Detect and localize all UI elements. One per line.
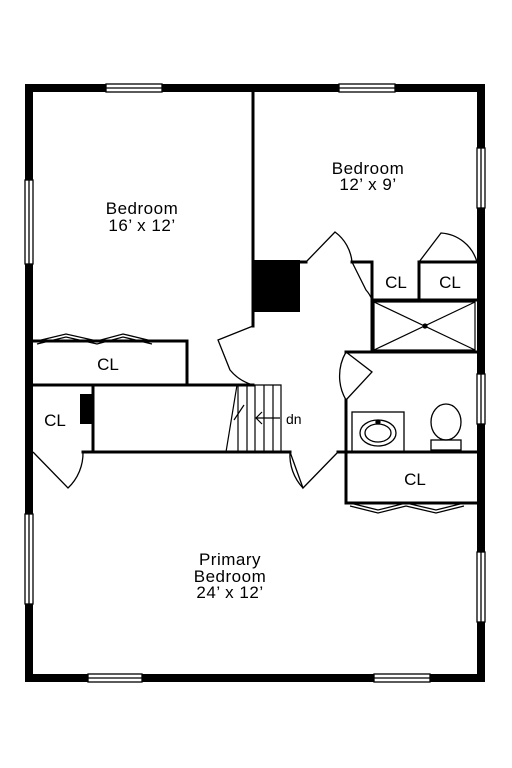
bedroom-right-size: 12’ x 9’: [339, 175, 396, 194]
toilet-icon: [430, 403, 462, 451]
window-bottom-right: [373, 673, 431, 683]
doors: [32, 231, 478, 490]
window-bottom-left: [87, 673, 143, 683]
window-top-left: [105, 83, 163, 93]
room-labels: Bedroom 16’ x 12’ Bedroom 12’ x 9’ Prima…: [106, 159, 404, 602]
windows: [24, 83, 486, 683]
window-left-upper: [24, 179, 34, 265]
closet-label: CL: [404, 470, 426, 489]
exterior-walls: [25, 84, 485, 682]
closet-label: CL: [97, 355, 119, 374]
left-arrow-icon: [255, 411, 280, 425]
closet-labels: CL CL CL CL CL: [44, 273, 461, 489]
primary-bedroom-size: 24’ x 12’: [196, 583, 263, 602]
sink-icon: [351, 411, 405, 453]
window-right-mid: [476, 373, 486, 425]
stairs-label: dn: [286, 411, 302, 427]
bedroom-right-name: Bedroom: [332, 159, 404, 178]
window-top-right: [338, 83, 396, 93]
primary-bedroom-name: Primary: [199, 550, 261, 569]
primary-bedroom-name-line2: Bedroom: [194, 567, 266, 586]
closet-label: CL: [439, 273, 461, 292]
bifold-doors: [36, 333, 477, 514]
shower-icon: [373, 301, 476, 351]
chimney-block: [80, 394, 93, 424]
window-left-lower: [24, 513, 34, 605]
bedroom-left-size: 16’ x 12’: [108, 216, 175, 235]
window-right-lower: [476, 551, 486, 623]
closet-label: CL: [44, 411, 66, 430]
bedroom-left-name: Bedroom: [106, 199, 178, 218]
window-right-upper: [476, 147, 486, 209]
closet-label: CL: [385, 273, 407, 292]
